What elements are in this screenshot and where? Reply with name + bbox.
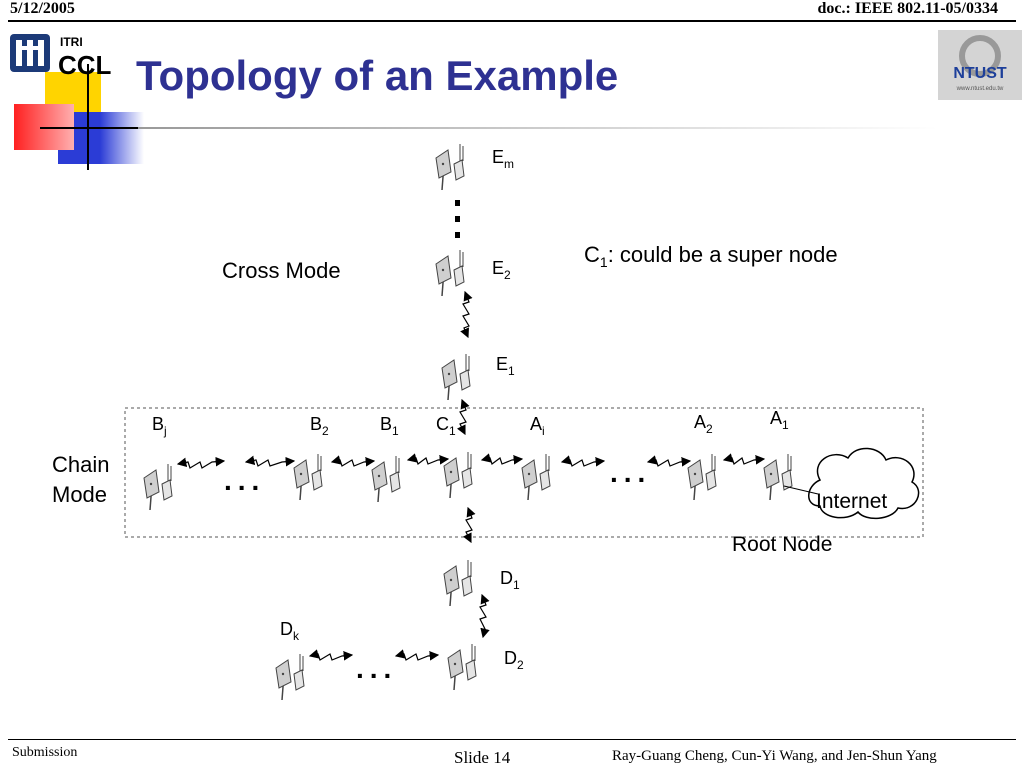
ap-icon [275, 653, 305, 701]
logo-ntust-url: www.ntust.edu.tw [956, 86, 1004, 92]
root-node-label: Root Node [732, 533, 832, 556]
logo-ccl-text: CCL [58, 50, 112, 80]
node-label: Ai [530, 414, 545, 438]
logo-ntust-text: NTUST [953, 65, 1007, 82]
footer-submission: Submission [12, 745, 78, 760]
vertical-ellipsis [455, 200, 460, 238]
ap-icon [441, 353, 471, 401]
ellipsis-a-chain: ... [610, 457, 651, 488]
node-label: Em [492, 147, 514, 171]
ntust-logo: NTUST www.ntust.edu.tw [938, 30, 1022, 100]
node-label: A2 [694, 412, 713, 436]
itri-ccl-logo: ITRI CCL [10, 34, 144, 170]
super-node-note: C1: could be a super node [584, 242, 838, 270]
links [176, 290, 766, 661]
node-label: E2 [492, 258, 511, 282]
ap-icon [447, 643, 477, 691]
node-label: D1 [500, 568, 520, 592]
ap-icon [763, 453, 793, 501]
ap-icon [293, 453, 323, 501]
ap-icon [443, 451, 473, 499]
node-label: E1 [496, 354, 515, 378]
node-label: B1 [380, 414, 399, 438]
ap-icon [521, 453, 551, 501]
logo-itri-text: ITRI [60, 35, 83, 49]
chain-mode-label-line1: Chain [52, 452, 109, 477]
node-labels: Em E2 E1 Bj B2 B1 C1 Ai A2 A1 D1 Dk D2 [152, 147, 789, 672]
ap-icon [435, 143, 465, 191]
node-label: C1 [436, 414, 456, 438]
internet-cloud-icon [808, 447, 920, 520]
node-label: D2 [504, 648, 524, 672]
header-date: 5/12/2005 [10, 0, 75, 17]
blue-fade-square [100, 112, 144, 164]
ellipsis-b-chain: ... [224, 465, 265, 496]
footer-slide-number: Slide 14 [454, 748, 511, 767]
node-label: Dk [280, 619, 300, 643]
internet-label: Internet [816, 490, 887, 513]
title-underline [138, 127, 938, 129]
node-label: B2 [310, 414, 329, 438]
ap-icon [143, 463, 173, 511]
slide-title: Topology of an Example [136, 52, 619, 99]
ap-icon [371, 455, 401, 503]
ap-icon [687, 453, 717, 501]
header-doc-id: doc.: IEEE 802.11-05/0334 [817, 0, 998, 17]
footer-rule [8, 739, 1016, 740]
footer-authors: Ray-Guang Cheng, Cun-Yi Wang, and Jen-Sh… [612, 748, 937, 764]
ellipsis-d-chain: ... [356, 653, 397, 684]
chain-mode-label-line2: Mode [52, 482, 107, 507]
node-label: Bj [152, 414, 167, 438]
root-link [783, 485, 819, 495]
node-label: A1 [770, 408, 789, 432]
cross-mode-label: Cross Mode [222, 258, 341, 283]
chain-mode-box [124, 407, 924, 538]
header-rule [8, 20, 1016, 22]
ap-icon [435, 249, 465, 297]
ap-icon [443, 559, 473, 607]
